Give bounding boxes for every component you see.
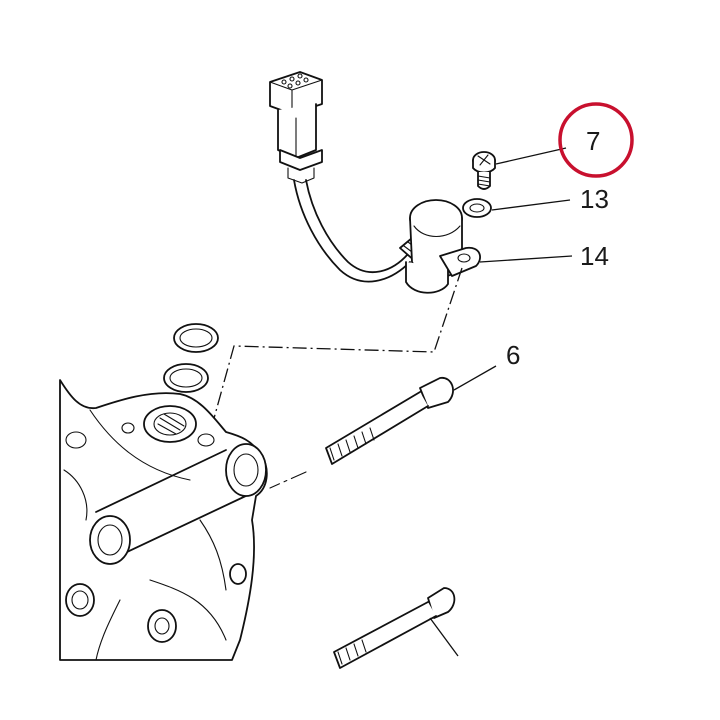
leader-14 <box>479 255 573 263</box>
sensor-connector <box>269 71 323 184</box>
washer <box>462 198 492 218</box>
highlight-circle <box>558 102 634 178</box>
callout-14: 14 <box>580 241 609 271</box>
callout-7: 7 <box>586 126 600 156</box>
leader-7 <box>495 147 567 165</box>
sensor-body <box>399 199 463 294</box>
callout-6: 6 <box>506 340 520 370</box>
assembly-axis-line <box>207 267 463 441</box>
mounting-screw <box>472 151 496 190</box>
leader-lines <box>429 147 573 657</box>
engine-casing <box>59 379 268 661</box>
mounting-bracket <box>439 246 481 277</box>
leader-lower-bolt <box>429 617 459 657</box>
sensor-cable <box>293 179 411 283</box>
leader-6 <box>453 365 497 391</box>
long-bolt-upper <box>269 377 454 489</box>
leader-13 <box>491 199 571 211</box>
o-rings <box>163 323 219 393</box>
long-bolt-lower <box>333 587 456 669</box>
callout-13: 13 <box>580 184 609 214</box>
